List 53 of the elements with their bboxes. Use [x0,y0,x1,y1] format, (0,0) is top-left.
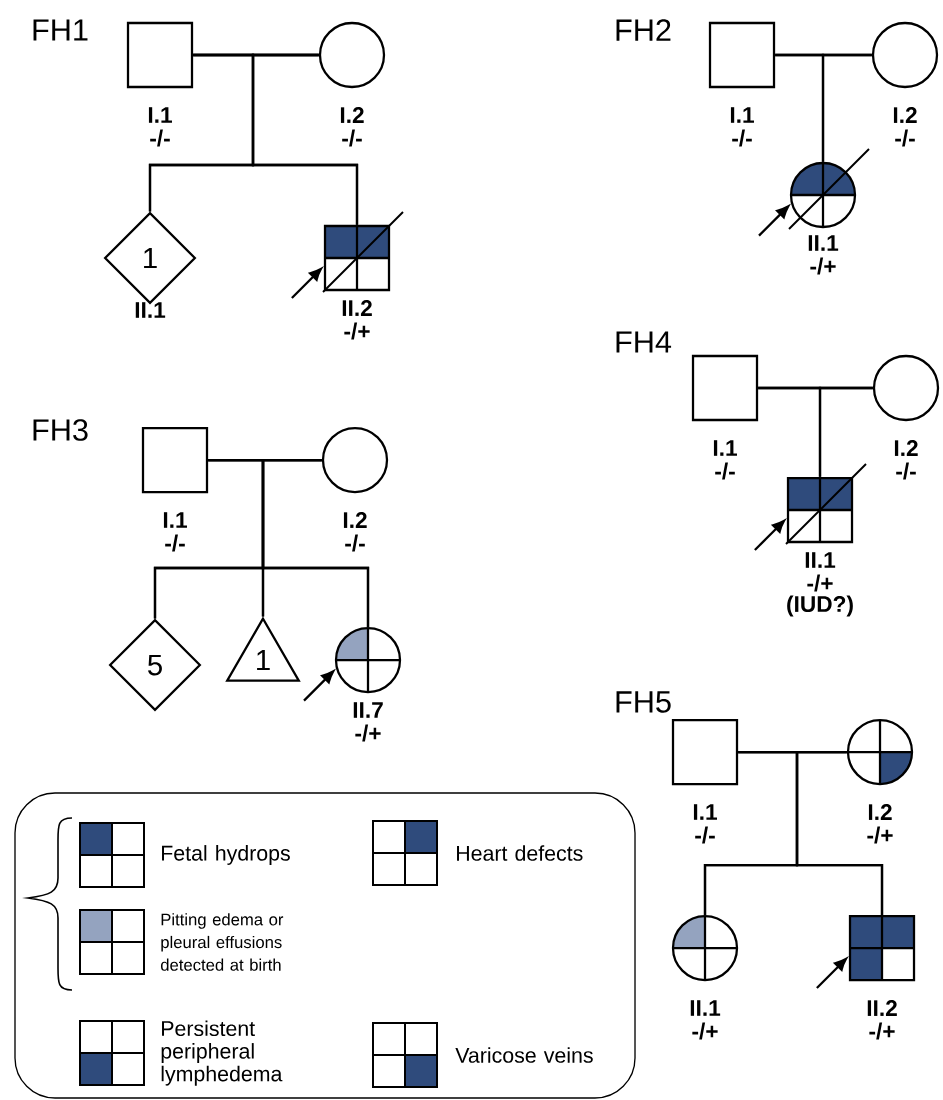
legend-text: Fetal hydrops [162,845,290,865]
pedigree-line [821,53,872,162]
family-label: FH2 [616,19,671,41]
family-label: FH1 [33,19,88,41]
family-label: FH3 [33,419,88,441]
legend-text: Heart defects [457,845,583,861]
proband-arrow [303,670,335,702]
legend-text: Persistent peripheral lymphedema [161,1020,283,1086]
individual-label: -/+ [807,574,833,592]
individual-label: -/+ [810,257,836,275]
individual-label: I.1 [730,107,754,123]
individual-label: -/+ [867,826,893,844]
individual-label: II.1 [690,1000,721,1016]
individual-label: -/+ [869,1022,895,1040]
individual-label: -/- [895,129,915,147]
individual-label: I.1 [713,440,737,456]
individual-label: II.7 [353,702,383,718]
individual-label: -/+ [344,322,370,340]
individual-label: I.1 [163,512,187,528]
proband-arrow [291,267,322,299]
pedigree-line [795,750,884,915]
individual-label: I.2 [894,440,918,456]
individual-label: -/- [150,129,170,147]
family-label: FH5 [616,691,671,713]
individual-label: (IUD?) [787,595,853,617]
pedigree-line [251,53,359,225]
individual-label: -/- [345,534,365,552]
proband-arrow [758,205,790,237]
individual-label: -/- [715,462,735,480]
individual-label: I.2 [893,107,917,123]
individual-label: I.2 [343,512,367,528]
individual-label: II.2 [867,1000,897,1016]
proband-arrow [754,519,785,551]
pedigree-line [818,386,873,477]
individual-label: I.1 [148,107,172,123]
individual-label: -/- [732,129,752,147]
individual-label: -/- [165,534,185,552]
individual-label: I.2 [340,107,364,123]
individual-label: -/- [896,462,916,480]
family-label: FH4 [616,331,672,353]
individual-label: I.1 [693,804,717,820]
individual-label: II.1 [805,552,836,568]
individual-label: -/- [342,129,362,147]
individual-label: -/+ [355,724,381,742]
individual-label: -/+ [692,1022,718,1040]
legend-text: Varicose veins [455,1047,593,1063]
pedigree-line [261,458,370,627]
individual-label: II.2 [342,300,372,316]
individual-label: I.2 [868,804,892,820]
individual-label: II.1 [808,235,839,251]
individual-label: -/- [695,826,715,844]
proband-arrow [816,957,847,989]
legend-text: Pitting edema or pleural effusions detected at birth [160,913,284,971]
